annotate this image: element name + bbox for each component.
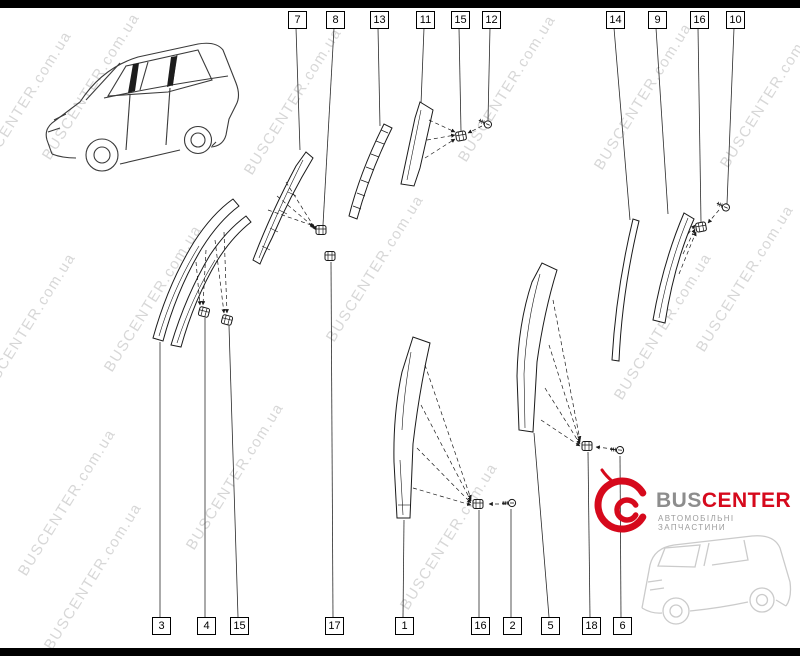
callout-box-5: 5 <box>541 617 560 635</box>
top-border-bar <box>0 0 800 8</box>
logo-wordmark: BUSCENTER <box>656 489 791 513</box>
callout-box-18: 18 <box>582 617 601 635</box>
callout-box-1: 1 <box>395 617 414 635</box>
part-7-trim <box>252 151 314 265</box>
clip-16-bottom-fastener <box>472 499 484 509</box>
callout-box-3: 3 <box>152 617 171 635</box>
callout-box-4: 4 <box>197 617 216 635</box>
callout-box-16-bottom: 16 <box>471 617 490 635</box>
screw-6 <box>609 445 625 455</box>
clip-17-fastener <box>324 251 336 261</box>
clip-16-top-fastener <box>694 221 708 233</box>
part-4-trim <box>170 215 252 348</box>
part-13-trim <box>348 123 393 220</box>
part-11-trim <box>400 101 434 187</box>
part-1-trim <box>393 336 431 519</box>
callout-box-15-bottom: 15 <box>230 617 249 635</box>
callout-box-14: 14 <box>606 11 625 29</box>
part-9-trim <box>652 212 695 324</box>
part-3-trim <box>152 198 240 342</box>
screw-10 <box>714 199 732 213</box>
logo-bus-text: BUS <box>656 489 702 512</box>
callout-box-15-top: 15 <box>451 11 470 29</box>
callout-box-13: 13 <box>370 11 389 29</box>
callout-box-17: 17 <box>325 617 344 635</box>
screw-2 <box>501 498 517 508</box>
callout-box-8: 8 <box>326 11 345 29</box>
clip-8-fastener <box>315 225 327 235</box>
callout-box-10: 10 <box>726 11 745 29</box>
callout-box-2: 2 <box>503 617 522 635</box>
part-14-trim <box>611 218 640 362</box>
leader-lines <box>159 27 735 618</box>
part-5-trim <box>516 262 558 433</box>
bottom-border-bar <box>0 648 800 656</box>
callout-box-6: 6 <box>613 617 632 635</box>
callout-box-9: 9 <box>648 11 667 29</box>
callout-box-11: 11 <box>416 11 435 29</box>
logo-tagline: АВТОМОБІЛЬНІ ЗАПЧАСТИНИ <box>658 514 735 532</box>
clip-15-left-fastener <box>220 313 234 327</box>
assembly-arrows <box>195 119 720 507</box>
clip-15-top-fastener <box>454 130 468 142</box>
logo-emblem <box>594 468 647 533</box>
clip-18-fastener <box>581 441 593 451</box>
van-sketch <box>641 535 792 625</box>
logo-center-text: CENTER <box>701 489 792 512</box>
clip-4-fastener <box>197 305 211 319</box>
car-illustration <box>45 42 240 172</box>
callout-box-16-top: 16 <box>690 11 709 29</box>
callout-box-12: 12 <box>482 11 501 29</box>
callout-box-7: 7 <box>288 11 307 29</box>
